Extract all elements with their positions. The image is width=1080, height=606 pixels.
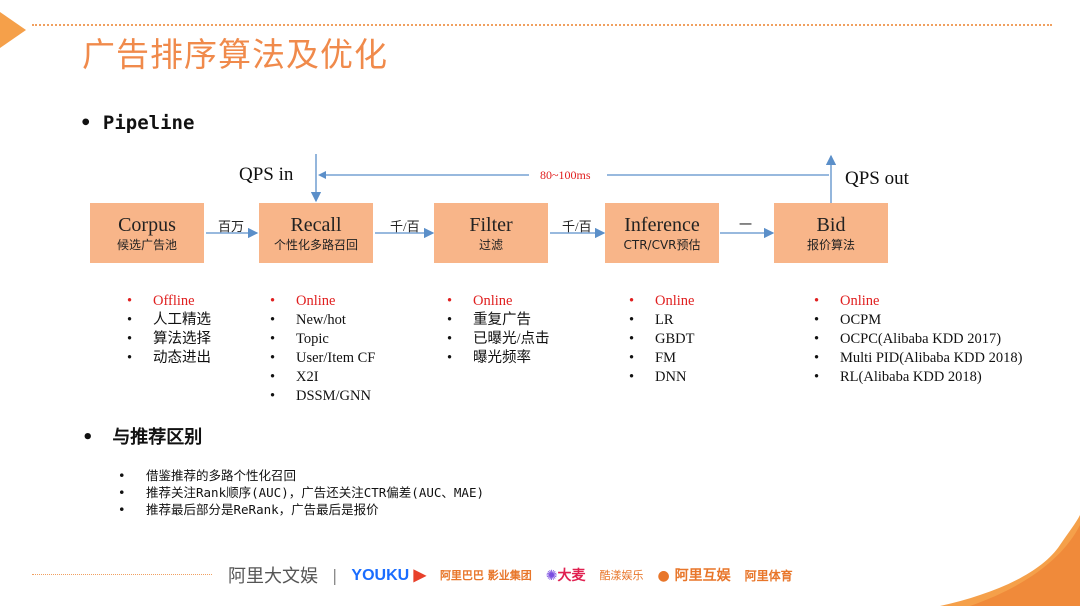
bid-list: Online OCPM OCPC(Alibaba KDD 2017) Multi… <box>814 292 1022 387</box>
list-item: FM <box>629 349 694 368</box>
stage-sub: CTR/CVR预估 <box>623 238 701 252</box>
stage-bid: Bid 报价算法 <box>774 203 888 263</box>
slide-title: 广告排序算法及优化 <box>82 35 388 74</box>
list-item: 推荐最后部分是ReRank，广告最后是报价 <box>118 501 484 518</box>
recall-list: Online New/hot Topic User/Item CF X2I DS… <box>270 292 375 406</box>
footer-logos: 阿里大文娱 | YOUKU ▶ 阿里巴巴 影业集团 ✺大麦 酷漾娱乐 ● 阿里互… <box>228 562 793 588</box>
stage-name: Recall <box>290 214 342 236</box>
stage-corpus: Corpus 候选广告池 <box>90 203 204 263</box>
list-item: Online <box>447 292 550 311</box>
corner-decoration <box>0 12 26 48</box>
list-item: Online <box>629 292 694 311</box>
stage-recall: Recall 个性化多路召回 <box>259 203 373 263</box>
list-item: 算法选择 <box>127 330 211 349</box>
qps-out-label: QPS out <box>845 168 909 189</box>
list-item: GBDT <box>629 330 694 349</box>
pipeline-heading: Pipeline <box>102 112 195 134</box>
latency-label: 80~100ms <box>540 168 591 182</box>
damai-logo: ✺大麦 <box>545 568 586 584</box>
inference-list: Online LR GBDT FM DNN <box>629 292 694 387</box>
list-item: 借鉴推荐的多路个性化召回 <box>118 467 484 484</box>
diff-heading: 与推荐区别 <box>112 427 203 448</box>
latency-arrowhead <box>318 171 326 179</box>
list-item: Offline <box>127 292 211 311</box>
stage-sub: 个性化多路召回 <box>273 238 358 252</box>
list-item: OCPC(Alibaba KDD 2017) <box>814 330 1022 349</box>
bullet-dot: • <box>80 112 103 134</box>
stage-sub: 候选广告池 <box>116 238 177 252</box>
list-item: 人工精选 <box>127 311 211 330</box>
edge-label-1: 百万 <box>218 219 245 234</box>
diff-bullet: • 与推荐区别 <box>82 423 202 449</box>
diff-list: 借鉴推荐的多路个性化召回 推荐关注Rank顺序(AUC)，广告还关注CTR偏差(… <box>118 467 484 518</box>
footer-dotted-line <box>32 574 212 575</box>
stage-name: Bid <box>816 214 846 236</box>
edge-label-3: 千/百 <box>562 219 592 234</box>
list-item: Multi PID(Alibaba KDD 2018) <box>814 349 1022 368</box>
qps-in-label: QPS in <box>239 164 294 185</box>
list-item: New/hot <box>270 311 375 330</box>
list-item: Online <box>270 292 375 311</box>
footer-separator: | <box>332 565 338 585</box>
list-item: 曝光频率 <box>447 349 550 368</box>
edge-label-2: 千/百 <box>390 219 420 234</box>
top-dotted-line <box>32 24 1052 26</box>
stage-name: Inference <box>624 214 700 236</box>
sports-logo: 阿里体育 <box>744 568 793 583</box>
stage-name: Corpus <box>118 214 176 236</box>
corpus-list: Offline 人工精选 算法选择 动态进出 <box>127 292 211 368</box>
stage-sub: 过滤 <box>478 238 503 252</box>
corner-swoosh-decoration <box>940 515 1080 606</box>
list-item: X2I <box>270 368 375 387</box>
huyu-logo: ● 阿里互娱 <box>657 568 731 584</box>
list-item: LR <box>629 311 694 330</box>
alibaba-pictures-logo: 阿里巴巴 影业集团 <box>439 569 532 582</box>
filter-list: Online 重复广告 已曝光/点击 曝光频率 <box>447 292 550 368</box>
stage-sub: 报价算法 <box>806 238 855 252</box>
alibaba-wenyu-logo: 阿里大文娱 <box>228 566 318 587</box>
stage-filter: Filter 过滤 <box>434 203 548 263</box>
edge-label-4: 一 <box>739 217 753 232</box>
list-item: 推荐关注Rank顺序(AUC)，广告还关注CTR偏差(AUC、MAE) <box>118 484 484 501</box>
list-item: User/Item CF <box>270 349 375 368</box>
list-item: Online <box>814 292 1022 311</box>
list-item: 动态进出 <box>127 349 211 368</box>
list-item: 重复广告 <box>447 311 550 330</box>
list-item: Topic <box>270 330 375 349</box>
bullet-dot: • <box>82 427 113 448</box>
list-item: RL(Alibaba KDD 2018) <box>814 368 1022 387</box>
game-logo: 酷漾娱乐 <box>599 569 644 582</box>
list-item: DSSM/GNN <box>270 387 375 406</box>
list-item: OCPM <box>814 311 1022 330</box>
stage-inference: Inference CTR/CVR预估 <box>605 203 719 263</box>
list-item: 已曝光/点击 <box>447 330 550 349</box>
youku-logo: YOUKU ▶ <box>351 567 426 584</box>
stage-name: Filter <box>469 214 513 236</box>
pipeline-bullet: • Pipeline <box>80 112 194 134</box>
list-item: DNN <box>629 368 694 387</box>
